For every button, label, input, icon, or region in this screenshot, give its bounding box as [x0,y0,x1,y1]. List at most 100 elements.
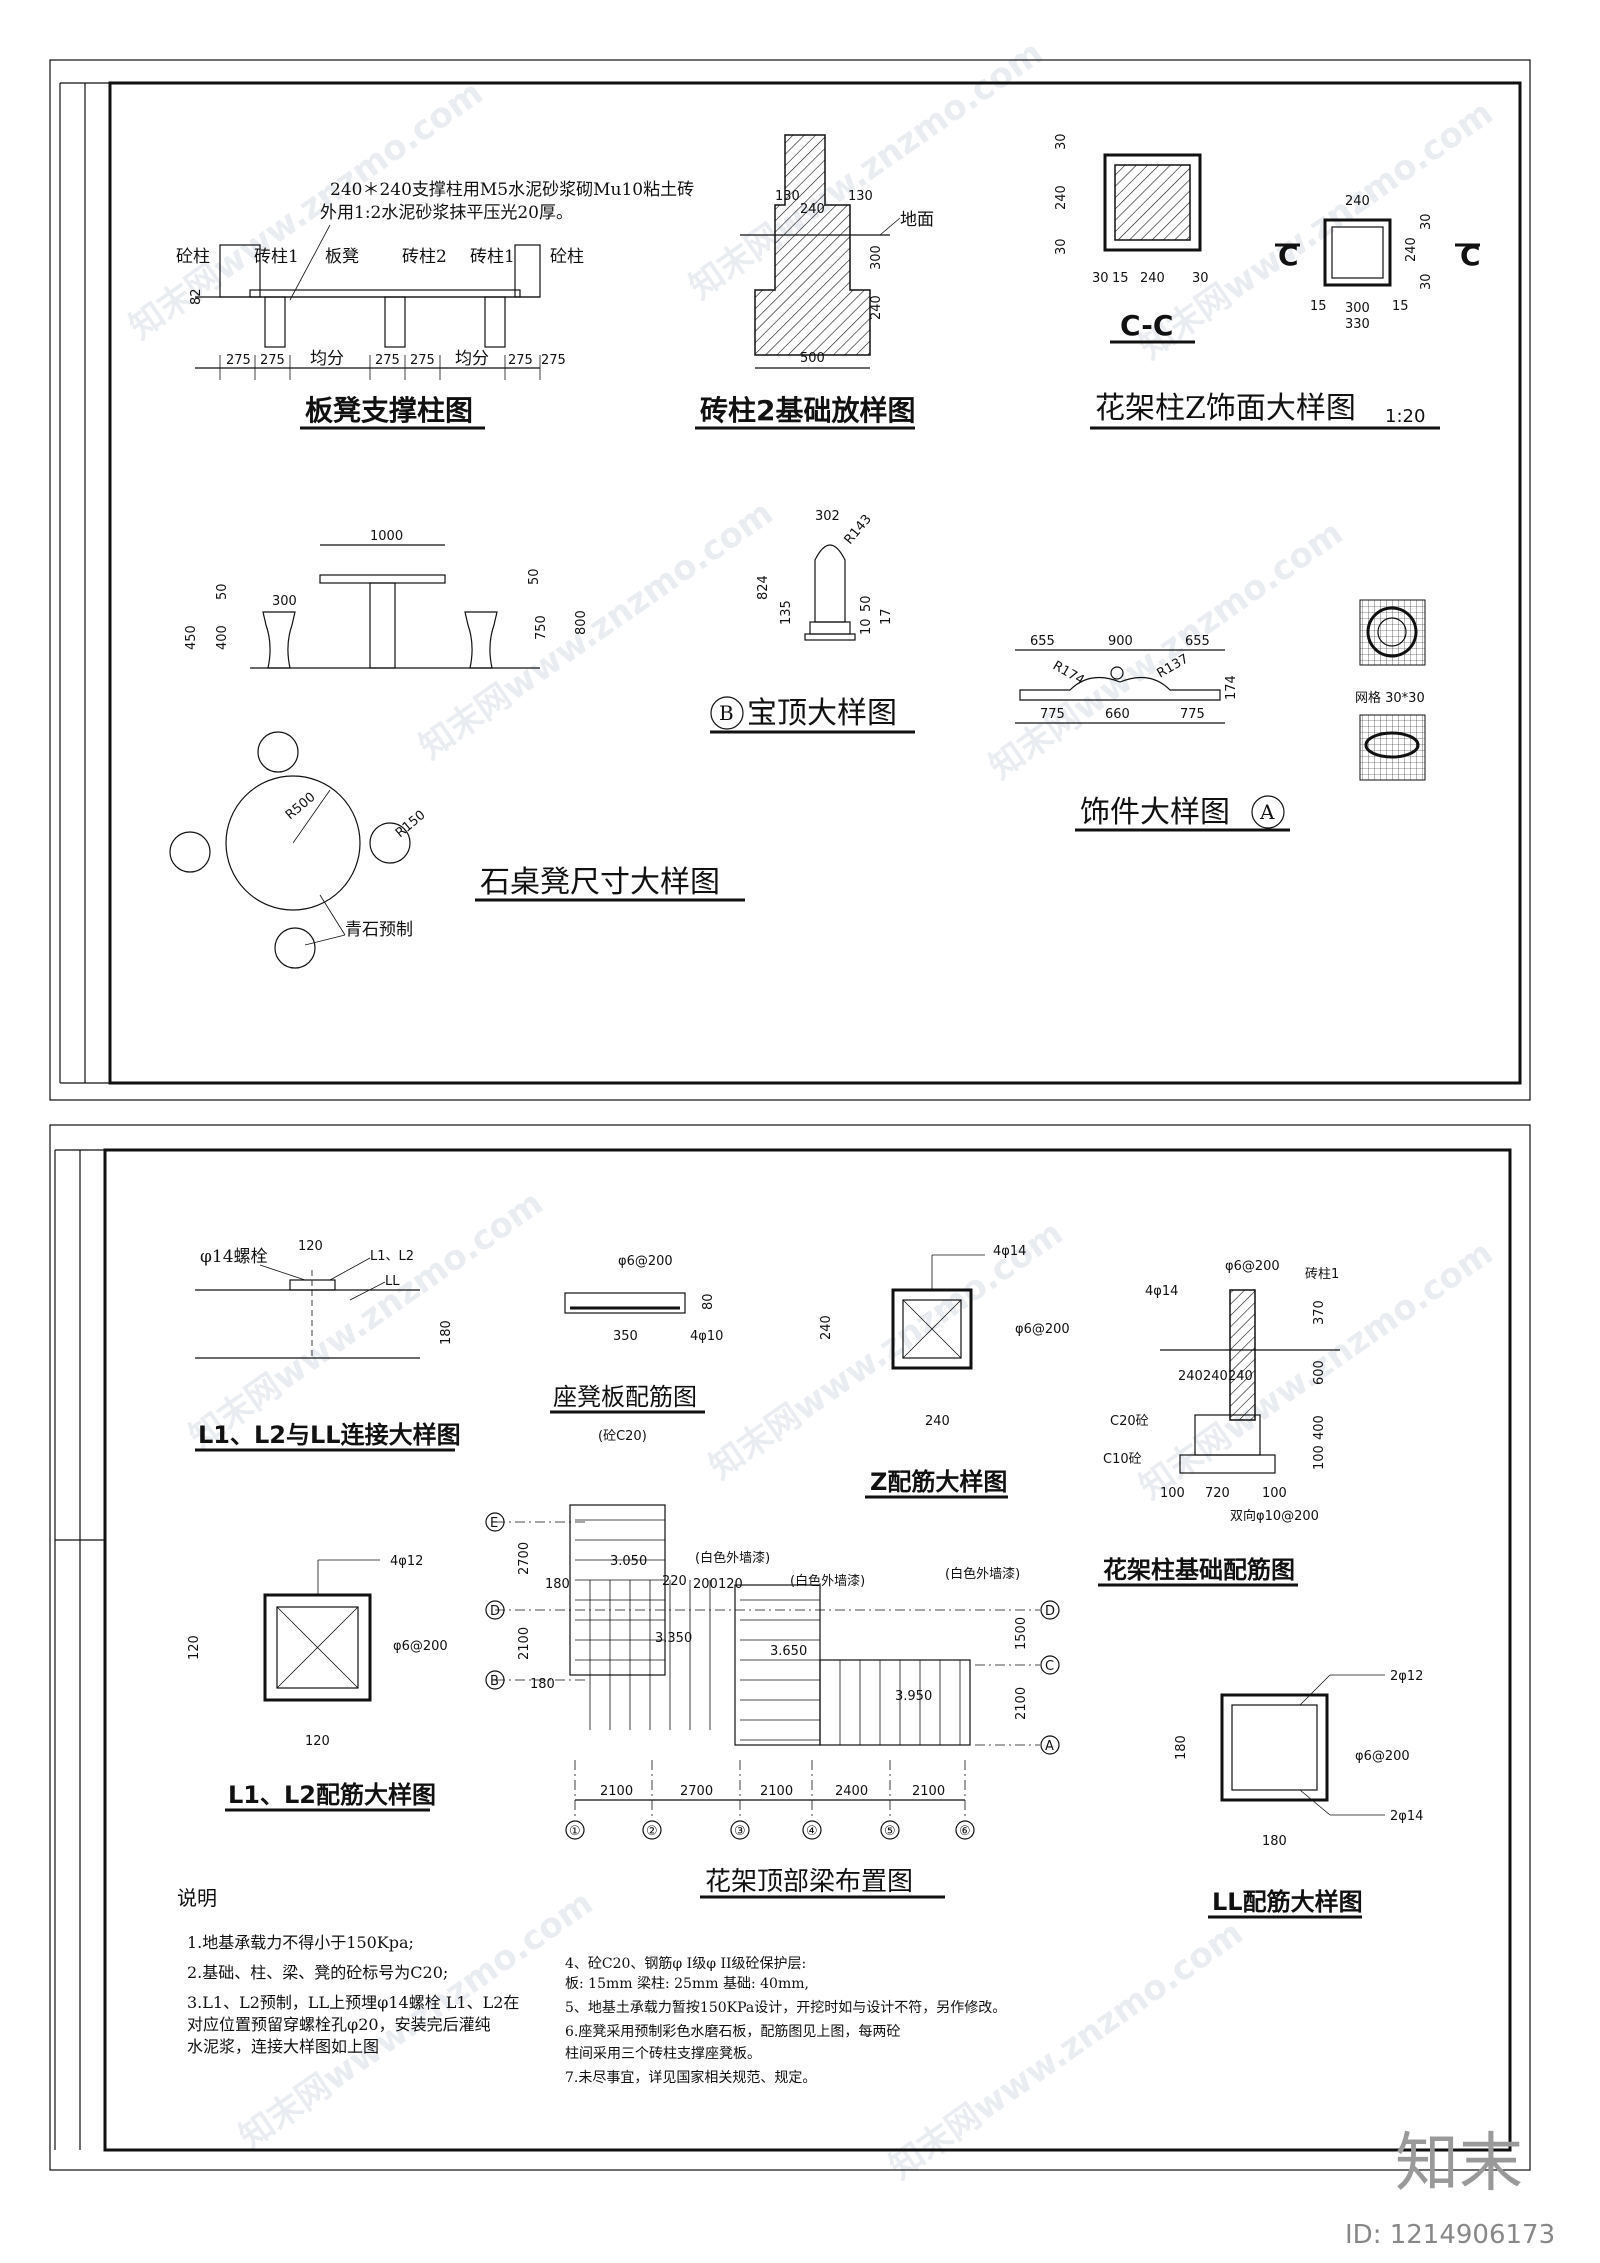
bench-support-detail: 240＊240支撑柱用M5水泥砂浆砌Mu10粘土砖 外用1:2水泥砂浆抹平压光2… [176,180,694,430]
column-z-dim: 30 [1419,273,1434,290]
bench-dim: 275 [226,353,251,368]
colf-dim: 720 [1205,1486,1230,1501]
colf-dim: 240 [1178,1369,1203,1384]
plan-elev: 3.350 [655,1631,692,1646]
l-dim: 120 [187,1635,202,1660]
finial-mark: B [719,701,734,725]
column-z-dim: 30 [1192,271,1209,286]
plan-small-dim: 120 [718,1577,743,1592]
column-z-dim: 30 [1092,271,1109,286]
column-foundation-detail: 地面 130 130 240 300 240 500 砖柱2基础放样图 [695,134,934,430]
z-title: Z配筋大样图 [870,1468,1007,1496]
ornament-radius: R174 [1050,658,1087,688]
table-material: 青石预制 [345,920,413,940]
plan-dim: 2100 [912,1784,945,1799]
note-left: 2.基础、柱、梁、凳的砼标号为C20; [187,1963,448,1982]
finial-dim: R143 [842,512,875,548]
note-right: 5、地基土承载力暂按150KPa设计，开挖时如与设计不符，另作修改。 [565,1999,1006,2016]
colf-dim: 370 [1312,1300,1327,1325]
table-title: 石桌凳尺寸大样图 [480,865,720,900]
column-z-section: C-C [1120,309,1173,342]
note-right: 柱间采用三个砖柱支撑座凳板。 [565,2046,761,2062]
table-dim: 50 [527,568,542,585]
table-dim: 450 [184,625,199,650]
colf-dim: 100 [1312,1445,1327,1470]
seat-dim: 80 [701,1293,716,1310]
ornament-title: 饰件大样图 [1080,795,1230,830]
ornament-dim: 900 [1108,634,1133,649]
notes-heading: 说明 [177,1886,217,1910]
notes-block: 说明 1.地基承载力不得小于150Kpa; 2.基础、柱、梁、凳的砼标号为C20… [177,1886,1006,2086]
plan-axis: B [490,1674,499,1689]
l-main: 4φ12 [390,1554,423,1569]
plan-axis: D [1045,1604,1055,1619]
plan-dim: 1500 [1014,1617,1029,1650]
plan-dim: 2100 [517,1627,532,1660]
ornament-dim: 655 [1185,634,1210,649]
column-z-dim: 300 [1345,301,1370,316]
column-z-dim: 240 [1140,271,1165,286]
seat-plate-detail: φ6@200 4φ10 350 80 座凳板配筋图 (砼C20) [550,1254,723,1444]
bench-note-line1: 240＊240支撑柱用M5水泥砂浆砌Mu10粘土砖 [330,180,694,200]
colf-col: 砖柱1 [1305,1267,1339,1282]
finial-dim: 824 [756,575,771,600]
column-z-dim: 240 [1054,185,1069,210]
foundation-dim: 240 [869,295,884,320]
foundation-dim: 240 [800,202,825,217]
ll-stirrup: φ6@200 [1355,1749,1410,1764]
column-z-scale: 1:20 [1385,406,1425,427]
watermark-text: 知末网www.znzmo.com [182,1183,550,1457]
plan-axis: ⑤ [884,1824,896,1839]
plan-paint: (白色外墙漆) [790,1573,865,1589]
foundation-title: 砖柱2基础放样图 [700,394,915,427]
plan-axis: ② [646,1824,658,1839]
plan-axis: D [490,1604,500,1619]
plan-axis: ⑥ [959,1824,971,1839]
table-radius: R500 [283,790,319,823]
finial-dim: 10 [859,618,874,635]
bench-label: 板凳 [325,247,359,267]
column-z-dim: 15 [1392,299,1409,314]
table-dim: 300 [272,594,297,609]
column-z-dim: 30 [1054,238,1069,255]
ll-dim: 180 [1174,1735,1189,1760]
plan-dim: 2700 [517,1542,532,1575]
colf-dim: 400 [1312,1415,1327,1440]
colf-main: 4φ14 [1145,1284,1178,1299]
connection-dim: 120 [298,1239,323,1254]
sheet-1-frame [49,59,1531,1101]
ornament-grid: 网格 30*30 [1355,690,1425,706]
ornament-dim: 775 [1180,707,1205,722]
colf-c20: C20砼 [1110,1414,1149,1429]
plan-title: 花架顶部梁布置图 [705,1867,913,1897]
table-dim: 400 [215,625,230,650]
ll-top: 2φ12 [1390,1669,1423,1684]
ornament-dim: 775 [1040,707,1065,722]
connection-beam1: L1、L2 [370,1249,414,1264]
bench-dim: 82 [189,288,204,305]
colf-dim: 100 [1262,1486,1287,1501]
foundation-dim: 300 [869,245,884,270]
plan-axis: C [1045,1659,1054,1674]
note-right: 板: 15mm 梁柱: 25mm 基础: 40mm, [565,1975,809,1992]
connection-dim: 180 [439,1320,454,1345]
plan-elev: 3.050 [610,1554,647,1569]
colf-dim: 100 [1160,1486,1185,1501]
plan-elev: 3.650 [770,1644,807,1659]
colf-title: 花架柱基础配筋图 [1103,1556,1295,1584]
colf-dim: 240 [1203,1369,1228,1384]
bench-dim: 均分 [310,349,344,369]
table-dim: 1000 [370,529,403,544]
plan-axis: ④ [806,1824,818,1839]
seat-rebar-top: φ6@200 [618,1254,673,1269]
note-right: 7.未尽事宜，详见国家相关规范、规定。 [565,2069,816,2086]
finial-title: 宝顶大样图 [747,696,897,731]
bench-label: 砖柱1 [470,247,515,267]
z-main: 4φ14 [993,1244,1026,1259]
plan-axis: A [1045,1739,1054,1754]
note-left: 1.地基承载力不得小于150Kpa; [187,1933,414,1952]
bench-dim: 275 [541,353,566,368]
column-z-dim: 30 [1419,213,1434,230]
plan-dim: 2100 [600,1784,633,1799]
